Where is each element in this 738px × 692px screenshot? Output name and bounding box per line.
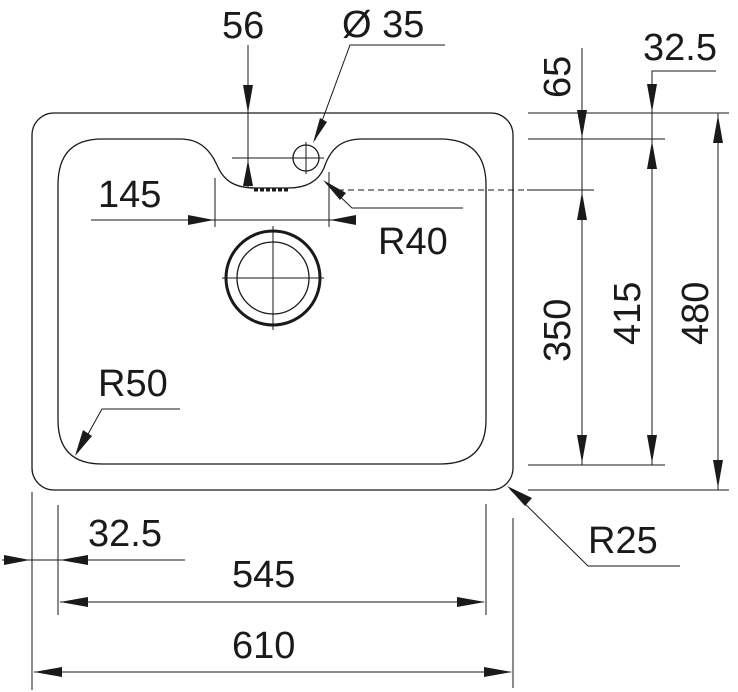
dim-145-arrow-left (188, 215, 214, 225)
dim-65-label: 65 (537, 56, 579, 98)
dim-32-5-top-arrow-down (647, 84, 657, 112)
dim-32-5-side-arrow-left (60, 555, 88, 565)
dim-56-arrow-bottom (243, 160, 253, 186)
dim-415-arrow-down (647, 435, 657, 463)
dim-r40-label: R40 (378, 221, 448, 263)
dim-dia35-leader (314, 44, 445, 141)
dim-r25-leader (509, 488, 680, 567)
dim-350-arrow-down (577, 435, 587, 463)
dim-480-arrow-down (713, 460, 723, 488)
sink-bowl-outline (57, 138, 487, 465)
dim-r40-leader (325, 182, 463, 209)
dim-415-label: 415 (607, 282, 649, 345)
dim-r25-arrow (507, 486, 532, 506)
dim-350-label: 350 (537, 299, 579, 362)
dim-145-label: 145 (98, 174, 161, 216)
dim-610-arrow-left (34, 667, 62, 677)
dim-545-arrow-left (60, 597, 88, 607)
dim-610-arrow-right (484, 667, 512, 677)
dim-32-5-side-label: 32.5 (88, 513, 162, 555)
dim-545-arrow-right (457, 597, 485, 607)
dim-56-arrow-top (243, 85, 253, 113)
dim-56-label: 56 (222, 5, 264, 47)
dim-r50-label: R50 (98, 363, 168, 405)
dim-415-arrow-up (647, 141, 657, 169)
dim-350-arrow-up (577, 192, 587, 220)
dim-480-arrow-up (713, 115, 723, 143)
dim-32-5-side-arrow-right (4, 555, 30, 565)
dim-145-arrow-right (330, 215, 356, 225)
dim-32-5-top-label: 32.5 (643, 27, 717, 69)
dim-65-arrow-down (577, 110, 587, 138)
dim-dia35-label: Ø 35 (342, 4, 424, 46)
dim-545-label: 545 (232, 554, 295, 596)
dim-r25-label: R25 (588, 520, 658, 562)
sink-outer-outline (31, 112, 514, 491)
dim-r40-arrow (323, 180, 346, 200)
dim-r50-arrow (75, 430, 92, 456)
dim-480-label: 480 (675, 282, 717, 345)
dim-610-label: 610 (232, 625, 295, 667)
dim-32-5-top-leader (651, 70, 716, 465)
dim-dia35-arrow (313, 118, 327, 143)
dim-r50-leader (77, 408, 180, 453)
